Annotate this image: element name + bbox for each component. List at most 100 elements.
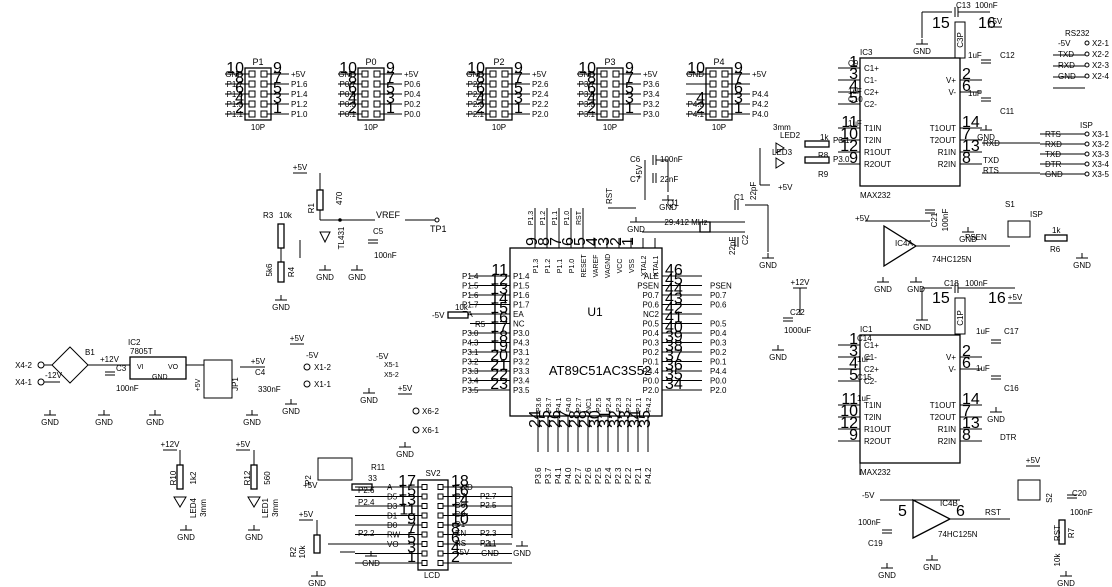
gnd-label: GND	[177, 533, 195, 542]
header-pin-label: P1.0	[291, 110, 308, 119]
r4-ref: R4	[287, 266, 296, 277]
isp-terminal	[1084, 131, 1090, 137]
ic1-pin-number: 1	[849, 331, 858, 348]
u1-pin-name: P3.2	[513, 358, 530, 367]
sv2-pin-number: 15	[398, 483, 416, 500]
jp1-label: JP1	[231, 377, 240, 391]
header-ref: P4	[713, 57, 724, 67]
u1-pin-name: P1.7	[513, 301, 530, 310]
isp-terminal	[1084, 161, 1090, 167]
ic1-pin-name: R1IN	[938, 425, 956, 434]
u1-pin-name: P4.1	[556, 397, 563, 412]
header-pin-label: P3.4	[643, 90, 660, 99]
u1-pin-number: 34	[627, 410, 644, 428]
c1p-label: C1P	[956, 310, 965, 326]
ic4b-pin-number: 5	[898, 503, 907, 520]
led4-symbol	[173, 496, 187, 508]
p5v-label: +5V	[988, 17, 1003, 26]
ic1-pin-name: V-	[948, 365, 956, 374]
bridge-rectifier	[51, 346, 89, 384]
c19-value: 100nF	[858, 518, 881, 527]
p5v-label: +5V	[398, 384, 413, 393]
c3p-label: C3P	[956, 32, 965, 48]
lcd-port: P2.6	[358, 486, 375, 495]
header-pin-label: P0.0	[404, 110, 421, 119]
u1-pin-label: P1.5	[462, 282, 479, 291]
u1-pin-number: 36	[665, 357, 683, 374]
dtr-label: DTR	[1000, 433, 1017, 442]
gnd-label: GND	[987, 415, 1005, 424]
rs232-pin: X2-1	[1092, 39, 1109, 48]
header-pin-number: 2	[476, 100, 485, 117]
header-pin-number: 2	[348, 100, 357, 117]
header-pin-label: P3.2	[643, 100, 660, 109]
header-pin-number: 8	[587, 70, 596, 87]
header-pin-number: 4	[696, 90, 705, 107]
gnd-label: GND	[913, 47, 931, 56]
u1-pin-label: P0.6	[710, 301, 727, 310]
u1-pin-number: 35	[637, 410, 654, 428]
ic3-pin-name: V+	[946, 76, 956, 85]
u1-pin-name: P0.7	[643, 291, 660, 300]
u1-pin-name: P3.3	[513, 367, 530, 376]
header-pin-label: P3.7	[579, 80, 596, 89]
u1-pin-label: P2.3	[614, 467, 623, 484]
u1-pin-number: 22	[490, 367, 508, 384]
ic3-pin-number: 8	[962, 150, 971, 167]
ic4b-part: 74HC125N	[938, 530, 978, 539]
rst-net-label: RST	[985, 508, 1001, 517]
u1-pin-number: 18	[490, 329, 508, 346]
r12	[250, 464, 258, 490]
header-pin-label: GND	[466, 70, 484, 79]
u1-pin-label: P1.2	[540, 211, 547, 226]
c18-value: 100nF	[965, 279, 988, 288]
rst-label: RST	[1053, 525, 1062, 541]
header-type: 10P	[603, 123, 617, 132]
sv2-pin-number: 4	[451, 540, 460, 557]
u1-pin-name: P0.4	[643, 329, 660, 338]
c19-ref: C19	[868, 539, 883, 548]
header-pin-number: 6	[587, 80, 596, 97]
header-pin-label: P3.5	[579, 90, 596, 99]
header-pin-label: GND	[338, 70, 356, 79]
gnd-label: GND	[627, 225, 645, 234]
r6	[1044, 234, 1068, 242]
u1-pin-number: 25	[537, 410, 554, 428]
u1-pin-name: P3.1	[513, 348, 530, 357]
rst-label: RST	[605, 188, 614, 204]
header-pin-label: P4.3	[688, 100, 705, 109]
header-pin-label: P2.5	[468, 90, 485, 99]
p5v-label: +5V	[293, 163, 308, 172]
c1-ref: C1	[734, 193, 745, 202]
header-pin-label: P0.1	[340, 110, 357, 119]
u1-pin-name: VAREF	[593, 255, 600, 278]
ic1-pin-name: C1+	[864, 341, 879, 350]
r7-value: 10k	[1053, 553, 1062, 567]
gnd-label: GND	[396, 450, 414, 459]
ic3-body	[859, 57, 961, 187]
sv2-pin-number: 3	[407, 540, 416, 557]
tp1-point	[434, 217, 440, 223]
ic1-pin-name: T1OUT	[930, 401, 956, 410]
x1-1-terminal	[303, 380, 311, 388]
u1-pin-name: VAGND	[605, 254, 612, 278]
ic3-pin-number: 6	[962, 78, 971, 95]
header-pin-number: 8	[348, 70, 357, 87]
r8	[804, 140, 830, 148]
p5v-label: +5V	[855, 214, 870, 223]
u1-pin-number: 21	[490, 357, 508, 374]
header-pin-number: 1	[514, 100, 523, 117]
ic1-body	[859, 334, 961, 464]
r1	[316, 189, 324, 211]
sv2-pin-number: 5	[407, 530, 416, 547]
header-pin-label: P1.6	[291, 80, 308, 89]
x1-2-label: X1-2	[314, 363, 331, 372]
u1-pin-number: 43	[665, 291, 683, 308]
header-pin-label: GND	[577, 70, 595, 79]
ic3-pin-number: 2	[962, 66, 971, 83]
gnd-label: GND	[362, 559, 380, 568]
p2-connector	[317, 457, 353, 481]
header-pin-number: 4	[235, 90, 244, 107]
u1-pin-label: P2.5	[594, 467, 603, 484]
u1-pin-label: P0.3	[710, 339, 727, 348]
